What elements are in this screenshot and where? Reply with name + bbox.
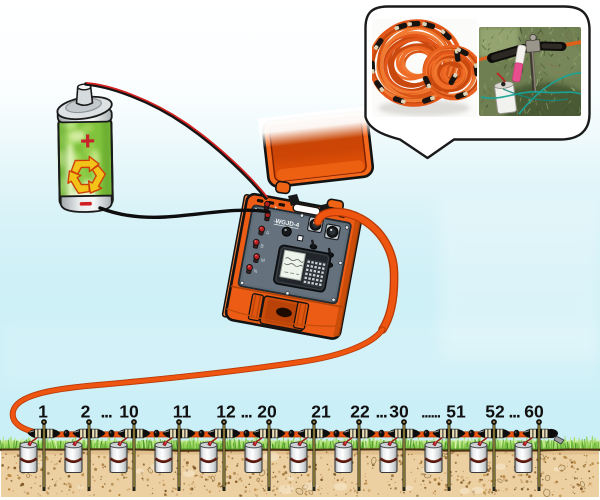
svg-text:21: 21: [311, 402, 331, 422]
svg-text:...: ...: [101, 402, 112, 422]
svg-text:...: ...: [376, 402, 387, 422]
svg-text:12: 12: [216, 402, 236, 422]
svg-text:2: 2: [81, 402, 91, 422]
svg-text:_: _: [272, 216, 278, 223]
svg-text:......: ......: [421, 405, 441, 422]
svg-text:A: A: [265, 230, 270, 237]
svg-text:60: 60: [524, 402, 544, 422]
svg-text:20: 20: [257, 402, 277, 422]
svg-text:1: 1: [38, 402, 48, 422]
svg-text:M: M: [260, 258, 265, 265]
svg-text:52: 52: [485, 402, 505, 422]
svg-text:30: 30: [389, 402, 409, 422]
svg-text:22: 22: [350, 402, 370, 422]
svg-text:11: 11: [173, 402, 192, 422]
svg-text:N: N: [253, 268, 258, 275]
svg-text:10: 10: [119, 402, 139, 422]
svg-text:...: ...: [509, 402, 520, 422]
svg-text:WGJD-4: WGJD-4: [275, 218, 300, 229]
svg-text:...: ...: [241, 402, 252, 422]
svg-text:B: B: [260, 243, 264, 249]
svg-text:51: 51: [446, 402, 466, 422]
svg-text:+: +: [273, 205, 278, 212]
